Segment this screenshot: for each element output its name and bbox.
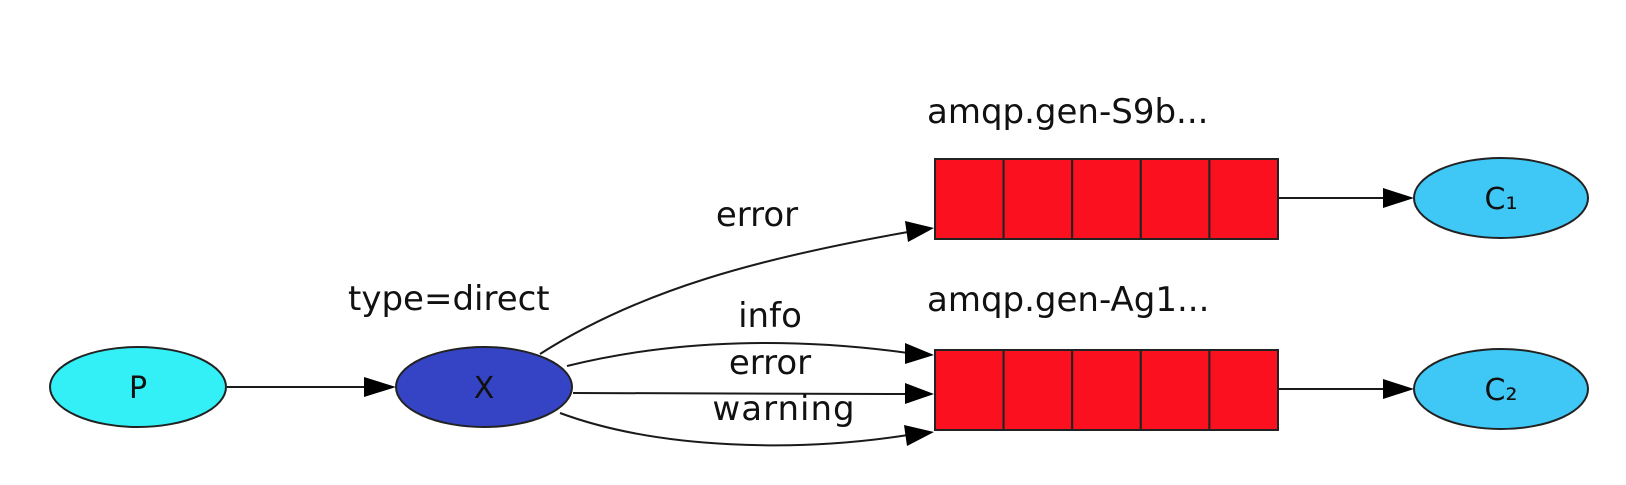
arrowhead-consumer-2 (1383, 379, 1414, 399)
arrowhead-queue-1-error (905, 221, 934, 242)
queue-2-name: amqp.gen-Ag1... (927, 280, 1209, 320)
arrowhead-consumer-1 (1383, 188, 1414, 208)
arrowhead-queue-2-info (905, 343, 934, 364)
exchange-type-label: type=direct (348, 279, 550, 319)
queue-1-slot-2 (1002, 158, 1074, 240)
binding-key-label: info (738, 296, 802, 336)
edge-exchange-to-queue-1-error (539, 231, 909, 355)
producer-label: P (129, 371, 147, 406)
exchange-label: X (474, 371, 495, 406)
arrowhead-exchange (364, 377, 396, 397)
exchange-shape (395, 346, 573, 428)
binding-key-label: warning (712, 389, 855, 429)
queue-1-slot-5 (1208, 158, 1280, 240)
queue-2-slot-2 (1002, 349, 1074, 431)
arrowhead-queue-2-warning (904, 425, 934, 446)
queue-1-name: amqp.gen-S9b... (927, 92, 1208, 132)
consumer-1-node: C₁ (1413, 157, 1589, 239)
queue-1-slot-1 (934, 158, 1005, 240)
binding-key-label: error (716, 195, 798, 235)
queue-1: amqp.gen-S9b... (927, 92, 1280, 240)
edge-exchange-to-queue-2-info (566, 342, 909, 367)
edges (227, 188, 1414, 447)
queue-2-slot-4 (1139, 349, 1211, 431)
consumer-2-node: C₂ (1413, 348, 1589, 430)
producer-shape (49, 346, 227, 428)
consumer-1-shape (1413, 157, 1589, 239)
queue-1-slot-3 (1071, 158, 1142, 240)
edge-exchange-to-queue-2-error (572, 392, 909, 395)
binding-labels: error info error warning (712, 195, 855, 429)
queue-2-slot-3 (1071, 349, 1142, 431)
queue-2: amqp.gen-Ag1... (927, 280, 1280, 431)
producer-node: P (49, 346, 227, 428)
queue-2-slot-1 (934, 349, 1005, 431)
exchange-node: X type=direct (348, 279, 573, 428)
queue-2-slot-5 (1208, 349, 1280, 431)
edge-exchange-to-queue-2-warning (559, 412, 909, 447)
binding-key-label: error (729, 343, 811, 383)
consumer-1-label: C₁ (1485, 182, 1518, 217)
queue-1-slot-4 (1139, 158, 1211, 240)
consumer-2-label: C₂ (1485, 373, 1518, 408)
consumer-2-shape (1413, 348, 1589, 430)
arrowhead-queue-2-error (905, 383, 934, 404)
